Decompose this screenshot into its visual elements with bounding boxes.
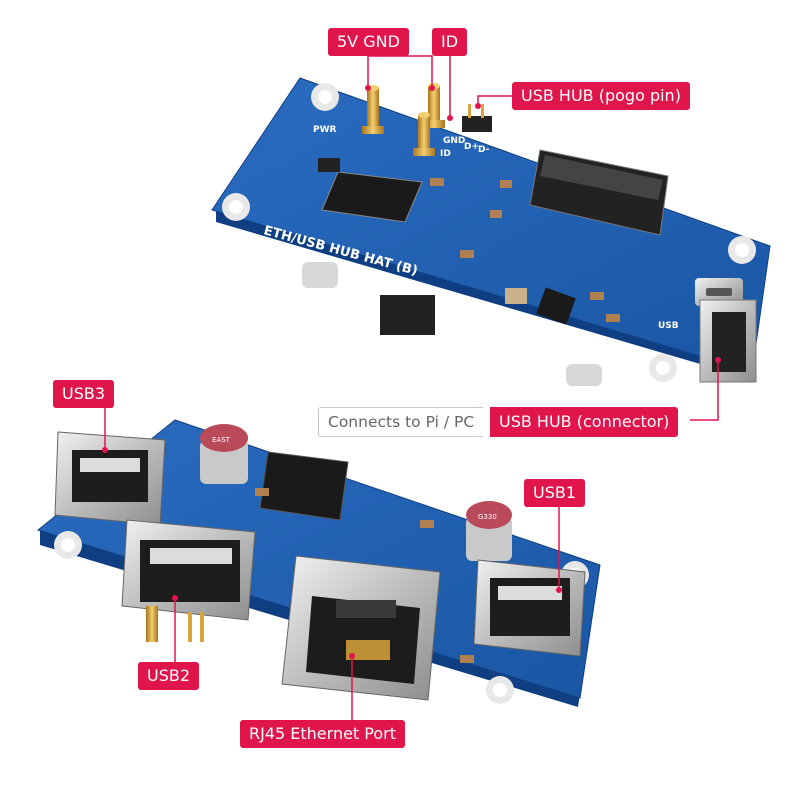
silk-pwr: PWR [313, 125, 337, 135]
mounting-hole [486, 676, 514, 704]
callout-usb3: USB3 [53, 380, 115, 408]
smd-component [420, 520, 434, 528]
callout-5v-gnd: 5V GND [328, 28, 409, 56]
smd-component [430, 178, 444, 186]
standoff [566, 364, 602, 386]
callout-usb1: USB1 [524, 479, 586, 507]
silk-dminus: D- [478, 145, 490, 155]
cap-label: G330 [478, 513, 497, 521]
silk-dplus: D+ [464, 142, 479, 152]
leader-connector [690, 360, 719, 421]
callout-usb-hub-pogo: USB HUB (pogo pin) [512, 82, 690, 110]
crystal [505, 288, 527, 304]
callout-rj45: RJ45 Ethernet Port [240, 720, 406, 748]
bottom-board: EAST G330 [36, 419, 601, 707]
smd-component [490, 210, 502, 218]
pin-header [462, 104, 492, 132]
smd-component [590, 292, 604, 300]
mounting-hole [649, 354, 677, 382]
mounting-hole [728, 236, 756, 264]
electrolytic-capacitor-icon: EAST [200, 424, 248, 484]
leader-lines [104, 55, 719, 720]
cap-label: EAST [212, 436, 231, 444]
smd-component [606, 314, 620, 322]
bottom-header [380, 295, 435, 335]
pogo-pin-icon [146, 606, 204, 642]
ethernet-transformer [259, 451, 349, 521]
top-board: PWR GND D+ D- ID ETH/USB HUB HAT (B) USB [211, 77, 771, 386]
callout-id: ID [432, 28, 468, 56]
smd-component [318, 158, 340, 172]
silk-id: ID [440, 149, 451, 159]
usb-a-port-icon [54, 431, 166, 526]
usb-hub-chip [321, 171, 423, 223]
silk-gnd: GND [443, 136, 465, 146]
mounting-hole [222, 193, 250, 221]
callout-usb2: USB2 [138, 662, 200, 690]
smd-component [460, 250, 474, 258]
smd-component [255, 488, 269, 496]
usb-a-port-icon [121, 519, 256, 621]
callout-connects-to: Connects to Pi / PC [318, 407, 484, 437]
usb-a-port-icon [699, 299, 757, 383]
connector-block-top [540, 155, 663, 200]
standoff [302, 262, 338, 288]
smd-component [500, 180, 512, 188]
mounting-hole [54, 531, 82, 559]
rj45-jack-icon [281, 555, 441, 701]
mounting-hole [311, 83, 339, 111]
electrolytic-capacitor-icon: G330 [466, 501, 512, 561]
leader-pogo [477, 95, 512, 106]
silk-usb: USB [658, 321, 679, 331]
pogo-pin-icon [413, 112, 435, 156]
leader-gnd [368, 55, 433, 88]
smd-component [460, 655, 474, 663]
micro-usb-icon [695, 278, 743, 306]
usb-a-port-icon [473, 559, 586, 657]
callout-usb-hub-connector: USB HUB (connector) [490, 407, 679, 437]
ethernet-chip [536, 287, 576, 325]
leader-dots [102, 85, 721, 659]
